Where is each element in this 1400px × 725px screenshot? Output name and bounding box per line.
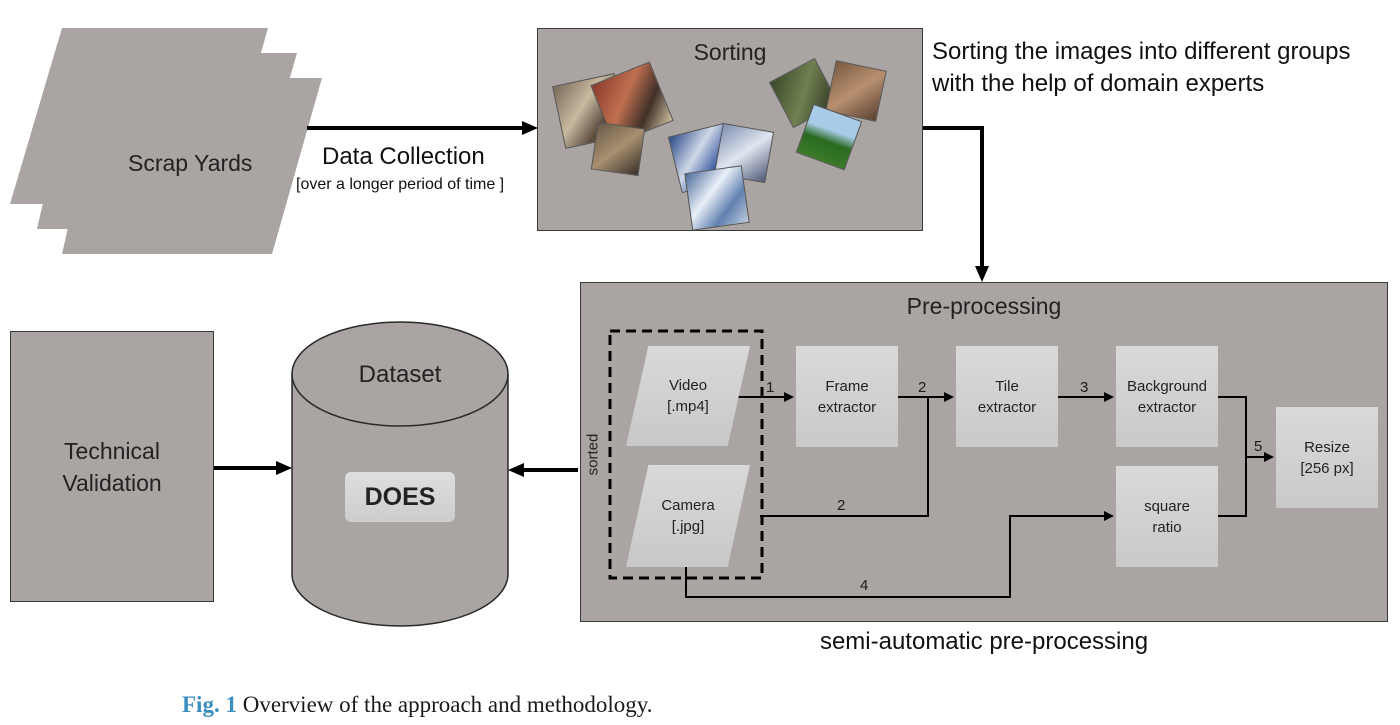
square-ratio-line1: square (1144, 497, 1190, 515)
step-label-3: 3 (1080, 379, 1089, 396)
figure-caption-text: Overview of the approach and methodology… (242, 692, 653, 717)
data-collection-subtitle: [over a longer period of time ] (296, 176, 505, 193)
frame-extractor-line2: extractor (817, 398, 877, 416)
camera-label-line2: [.jpg] (671, 518, 705, 535)
step-label-1: 1 (766, 379, 775, 396)
preprocessing-footer: semi-automatic pre-processing (819, 628, 1149, 655)
camera-input-shape (626, 465, 750, 567)
step-label-2-camera: 2 (837, 497, 846, 514)
step-label-4: 4 (860, 577, 869, 594)
background-extractor-line1: Background (1126, 377, 1208, 395)
frame-extractor-box: Frame extractor (796, 346, 898, 447)
sorting-to-preprocessing-arrow (922, 126, 984, 270)
technical-validation-line1: Technical (64, 437, 160, 464)
scrap-yards-label: Scrap Yards (128, 150, 253, 176)
video-input-label: Video [.mp4] (638, 375, 738, 417)
sorting-box: Sorting (537, 28, 923, 231)
background-extractor-line2: extractor (1137, 398, 1197, 416)
dataset-title: Dataset (358, 361, 442, 388)
square-ratio-line2: ratio (1152, 518, 1182, 536)
technical-validation-box: Technical Validation (10, 331, 214, 602)
camera-label-line1: Camera (661, 497, 715, 514)
tile-extractor-box: Tile extractor (956, 346, 1058, 447)
figure-caption: Fig. 1 Overview of the approach and meth… (182, 692, 653, 718)
resize-box: Resize [256 px] (1276, 407, 1378, 508)
video-label-line1: Video (668, 377, 708, 394)
resize-line1: Resize (1304, 438, 1350, 456)
figure-label: Fig. 1 (182, 692, 237, 717)
sorting-description: Sorting the images into different groups… (932, 38, 1351, 97)
data-collection-title: Data Collection (322, 143, 485, 170)
resize-line2: [256 px] (1300, 459, 1354, 477)
square-ratio-box: square ratio (1116, 466, 1218, 567)
frame-extractor-line1: Frame (825, 377, 869, 395)
tile-extractor-line2: extractor (977, 398, 1037, 416)
step-label-5: 5 (1254, 438, 1263, 455)
tile-extractor-line1: Tile (995, 377, 1019, 395)
step-label-2: 2 (918, 379, 927, 396)
dataset-badge: DOES (345, 472, 455, 522)
background-extractor-box: Background extractor (1116, 346, 1218, 447)
video-label-line2: [.mp4] (667, 398, 709, 415)
camera-input-label: Camera [.jpg] (638, 495, 738, 537)
sorted-group-outline (608, 329, 764, 580)
video-input-shape (626, 346, 750, 446)
preprocessing-title: Pre-processing (906, 293, 1062, 319)
technical-validation-line2: Validation (62, 469, 162, 496)
scrap-yards-stack (10, 28, 322, 254)
sorted-label: sorted (584, 433, 602, 476)
sorting-title: Sorting (693, 39, 767, 65)
